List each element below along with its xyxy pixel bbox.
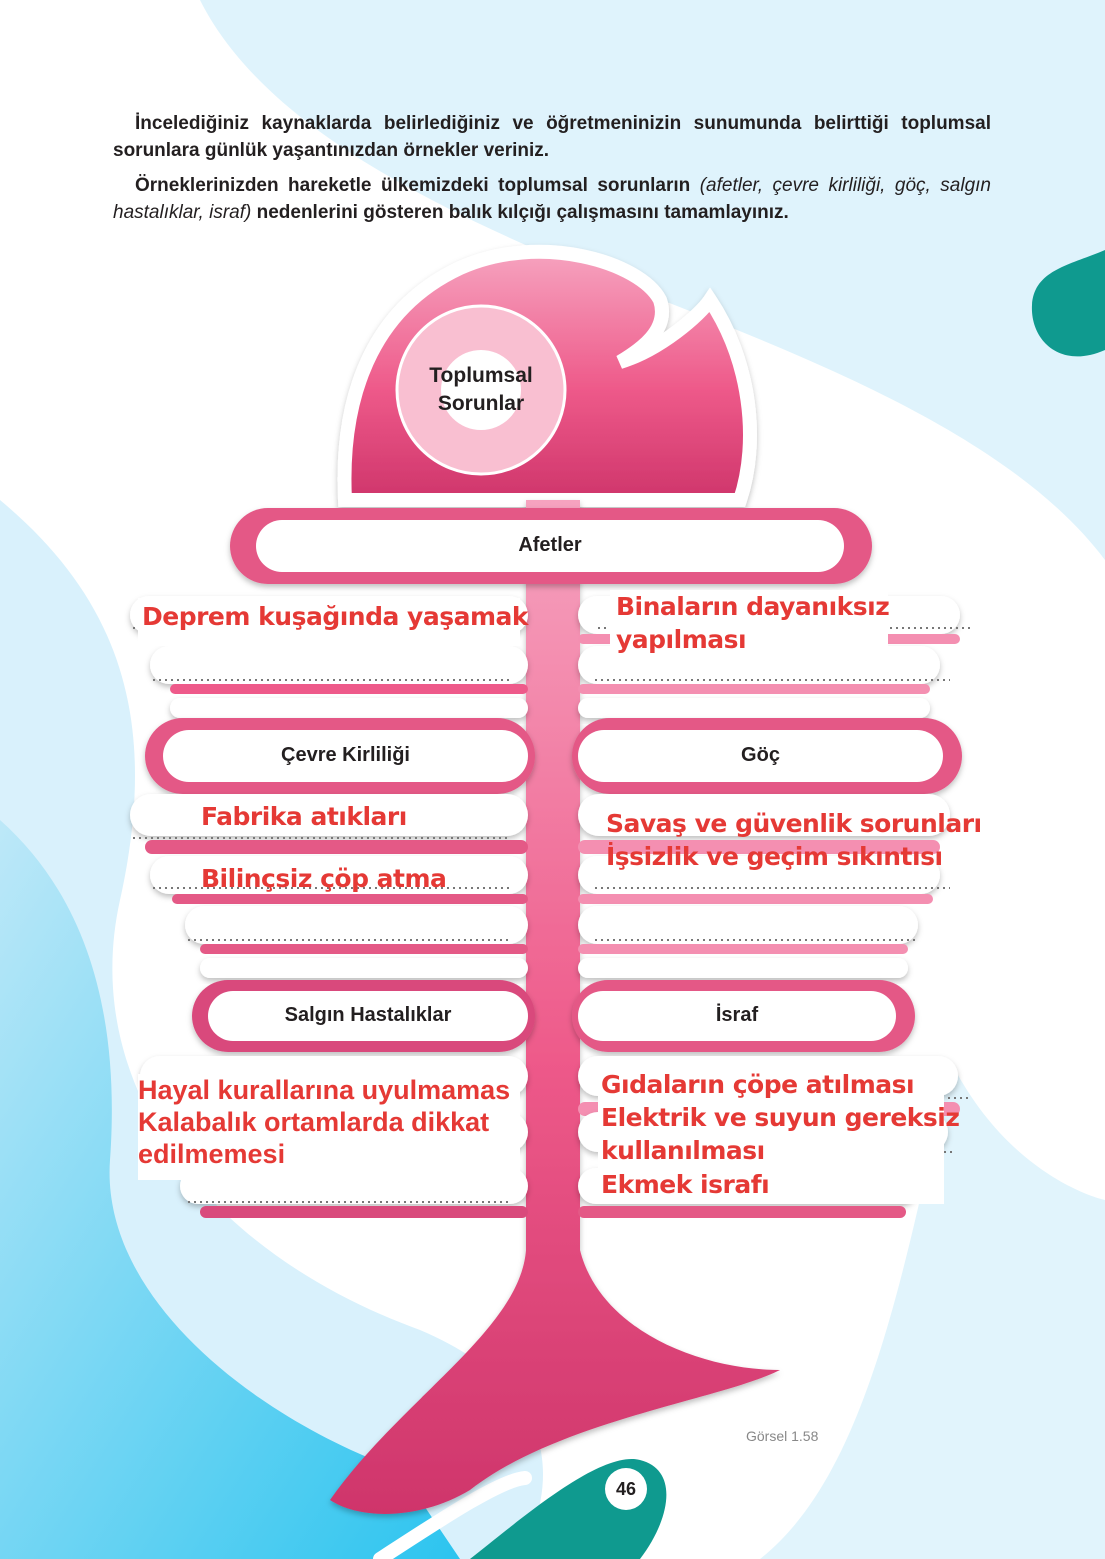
- answer-israf-4: Ekmek israfı: [601, 1170, 770, 1199]
- figure-caption: Görsel 1.58: [746, 1428, 819, 1444]
- answer-cevre-2: Bilinçsiz çöp atma: [201, 864, 447, 893]
- answer-afetler-right-1: Binaların dayanıksız: [616, 592, 890, 621]
- answer-israf-2: Elektrik ve suyun gereksiz: [601, 1103, 960, 1132]
- afetler-bar: [256, 520, 844, 572]
- instruction-text-start: Örneklerinizden hareketle ülkemizdeki to…: [135, 175, 691, 196]
- answer-salgin-3: edilmemesi: [138, 1139, 286, 1169]
- answer-box: [598, 1066, 944, 1204]
- answer-afetler-right-2: yapılması: [616, 625, 747, 654]
- answer-box: [610, 590, 888, 662]
- answer-box: [138, 1074, 520, 1180]
- instruction-text-end: nedenlerini gösteren balık kılçığı çalış…: [256, 202, 789, 223]
- instruction-paragraph-1: İncelediğiniz kaynaklarda belirlediğiniz…: [113, 113, 991, 161]
- instruction-text-italic: (afetler, çevre kirliliği, göç, salgın h…: [113, 175, 991, 223]
- salgin-bar: [208, 991, 528, 1041]
- head-title-line2: Sorunlar: [437, 392, 525, 415]
- category-cevre-kirliligi: Çevre Kirliliği: [281, 744, 410, 766]
- answer-israf-3: kullanılması: [601, 1136, 765, 1165]
- answer-salgin-2: Kalabalık ortamlarda dikkat: [138, 1107, 490, 1137]
- answer-salgin-1: Hayal kurallarına uyulmamas: [138, 1075, 511, 1105]
- instruction-paragraph-2: Örneklerinizden hareketle ülkemizdeki to…: [113, 172, 991, 226]
- page-number: 46: [605, 1468, 647, 1510]
- answer-cevre-1: Fabrika atıkları: [201, 802, 407, 831]
- answer-afetler-left: Deprem kuşağında yaşamak: [142, 602, 529, 631]
- category-israf: İsraf: [715, 1004, 759, 1026]
- answer-goc-2: İşsizlik ve geçim sıkıntısı: [606, 842, 943, 871]
- head-circle-inner: [441, 350, 521, 430]
- cevre-bar: [163, 730, 528, 782]
- israf-bar: [578, 991, 896, 1041]
- answer-goc-1: Savaş ve güvenlik sorunları: [606, 809, 982, 838]
- head-title: Toplumsal Sorunlar: [398, 362, 564, 418]
- goc-bar: [578, 730, 943, 782]
- category-salgin-hastaliklar: Salgın Hastalıklar: [284, 1004, 452, 1026]
- answer-israf-1: Gıdaların çöpe atılması: [601, 1070, 915, 1099]
- head-title-line1: Toplumsal: [429, 364, 533, 387]
- answer-box: [138, 598, 520, 646]
- category-goc: Göç: [741, 744, 780, 766]
- category-afetler: Afetler: [518, 534, 582, 556]
- fish-spine: [330, 500, 780, 1514]
